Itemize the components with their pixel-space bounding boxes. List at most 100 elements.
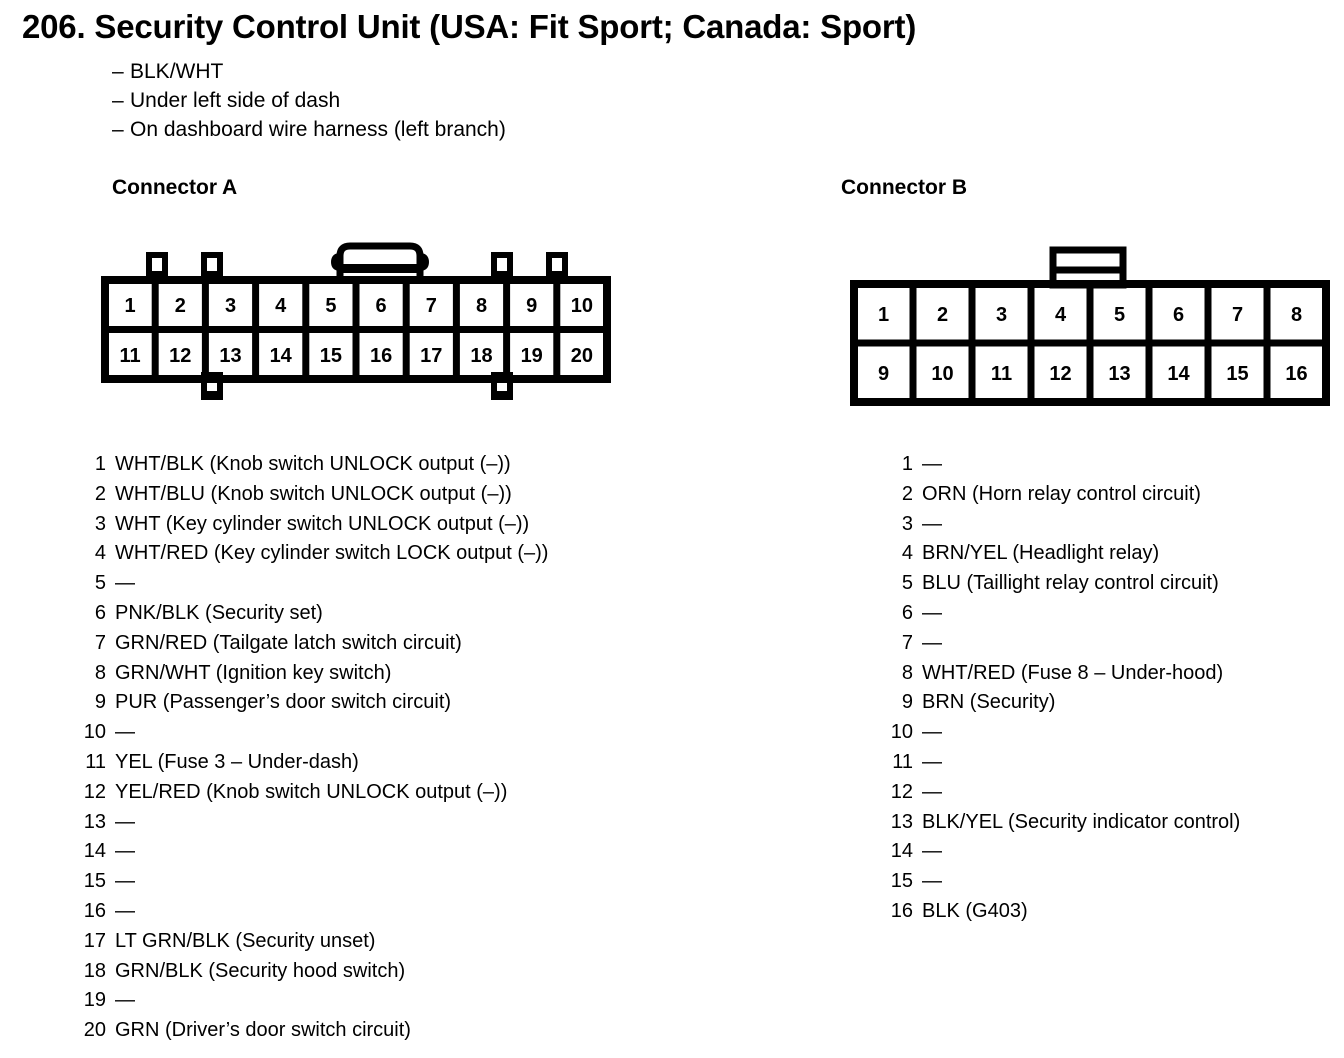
cavity-number: 14 — [270, 345, 293, 367]
pin-number: 5 — [94, 572, 106, 595]
connector-a-heading: Connector A — [112, 176, 238, 199]
pin-row: 15— — [885, 867, 1240, 897]
pin-description: — — [922, 512, 942, 535]
pin-row: 14— — [78, 837, 548, 867]
pin-row: 13 — — [78, 808, 548, 838]
pin-description: LT GRN/BLK (Security unset) — [115, 929, 376, 952]
connector-a-lock-lever-icon — [330, 242, 430, 280]
pin-description: BLK (G403) — [922, 899, 1028, 922]
cavity-number: 10 — [931, 363, 953, 385]
pin-row: 16— — [78, 897, 548, 927]
pin-number: 20 — [83, 1019, 106, 1042]
pin-row: 12— — [885, 778, 1240, 808]
pin-number: 18 — [83, 959, 106, 982]
pin-description: — — [115, 721, 135, 744]
attribute-item: –On dashboard wire harness (left branch) — [112, 115, 506, 144]
pin-description: — — [115, 870, 135, 893]
pin-description: PNK/BLK (Security set) — [115, 601, 323, 624]
pin-number: 8 — [901, 661, 913, 684]
pin-number: 17 — [83, 929, 106, 952]
page-title: 206. Security Control Unit (USA: Fit Spo… — [22, 8, 917, 45]
bullet-dash-icon: – — [112, 89, 124, 112]
connector-b-column-dividers — [909, 284, 1271, 402]
pin-number: 4 — [901, 542, 913, 565]
cavity-number: 4 — [275, 295, 287, 317]
pin-row: 8 WHT/RED (Fuse 8 – Under-hood) — [885, 659, 1240, 689]
pin-row: 15 — — [78, 867, 548, 897]
pin-description: — — [115, 810, 135, 833]
pin-number: 16 — [890, 899, 913, 922]
pin-number: 2 — [901, 482, 913, 505]
pin-number: 4 — [94, 542, 106, 565]
pin-description: — — [115, 840, 135, 863]
pin-description: WHT/RED (Fuse 8 – Under-hood) — [922, 661, 1224, 684]
bullet-dash-icon: – — [112, 118, 124, 141]
cavity-number: 5 — [325, 295, 336, 317]
pin-number: 1 — [94, 453, 106, 475]
pin-number: 9 — [901, 691, 913, 714]
pin-number: 11 — [892, 750, 913, 773]
pin-description: GRN/RED (Tailgate latch switch circuit) — [115, 631, 462, 654]
pin-row: 5— — [78, 569, 548, 599]
pin-description: — — [922, 870, 942, 893]
attribute-item: –Under left side of dash — [112, 86, 506, 115]
pin-description: — — [922, 453, 942, 475]
cavity-number: 2 — [937, 304, 948, 326]
pin-description: — — [922, 840, 942, 863]
pin-row: 16 BLK (G403) — [885, 897, 1240, 927]
pin-description: — — [115, 989, 135, 1012]
pin-row: 1— — [885, 450, 1240, 480]
pin-row: 3— — [885, 510, 1240, 540]
cavity-number: 5 — [1114, 304, 1125, 326]
connector-a-column-dividers — [151, 280, 561, 379]
connector-b-cavity-numbers-row1: 1 2 3 4 5 6 7 8 — [878, 304, 1302, 326]
connector-a-top-tabs — [146, 252, 568, 280]
pin-number: 14 — [890, 840, 913, 863]
pin-row: 10— — [885, 718, 1240, 748]
cavity-number: 13 — [219, 345, 241, 367]
cavity-number: 18 — [470, 345, 492, 367]
cavity-number: 9 — [878, 363, 889, 385]
cavity-number: 9 — [526, 295, 537, 317]
pin-number: 8 — [94, 661, 106, 684]
cavity-number: 6 — [1173, 304, 1184, 326]
cavity-number: 4 — [1055, 304, 1067, 326]
pin-number: 10 — [890, 721, 913, 744]
cavity-number: 7 — [1232, 304, 1243, 326]
pin-description: BRN/YEL (Headlight relay) — [922, 542, 1160, 565]
cavity-number: 14 — [1167, 363, 1190, 385]
pin-number: 7 — [901, 631, 913, 654]
cavity-number: 15 — [320, 345, 342, 367]
bullet-dash-icon: – — [112, 60, 124, 83]
cavity-number: 19 — [521, 345, 543, 367]
cavity-number: 1 — [878, 304, 889, 326]
connector-a-cavity-numbers-row2: 11 12 13 14 15 16 17 18 19 20 — [120, 345, 594, 367]
cavity-number: 11 — [991, 363, 1012, 385]
cavity-number: 8 — [476, 295, 487, 317]
pin-number: 3 — [901, 512, 913, 535]
pin-number: 9 — [94, 691, 106, 714]
pin-number: 12 — [83, 780, 106, 803]
pin-number: 13 — [83, 810, 106, 833]
cavity-number: 3 — [996, 304, 1007, 326]
pin-number: 1 — [901, 453, 913, 475]
pin-description: — — [115, 899, 135, 922]
pin-number: 6 — [901, 601, 913, 624]
cavity-number: 12 — [1049, 363, 1071, 385]
cavity-number: 7 — [426, 295, 437, 317]
cavity-number: 3 — [225, 295, 236, 317]
pin-number: 15 — [83, 870, 106, 893]
pin-description: BLU (Taillight relay control circuit) — [922, 572, 1219, 595]
cavity-number: 12 — [169, 345, 191, 367]
pin-description: WHT/BLU (Knob switch UNLOCK output (–)) — [115, 482, 512, 505]
